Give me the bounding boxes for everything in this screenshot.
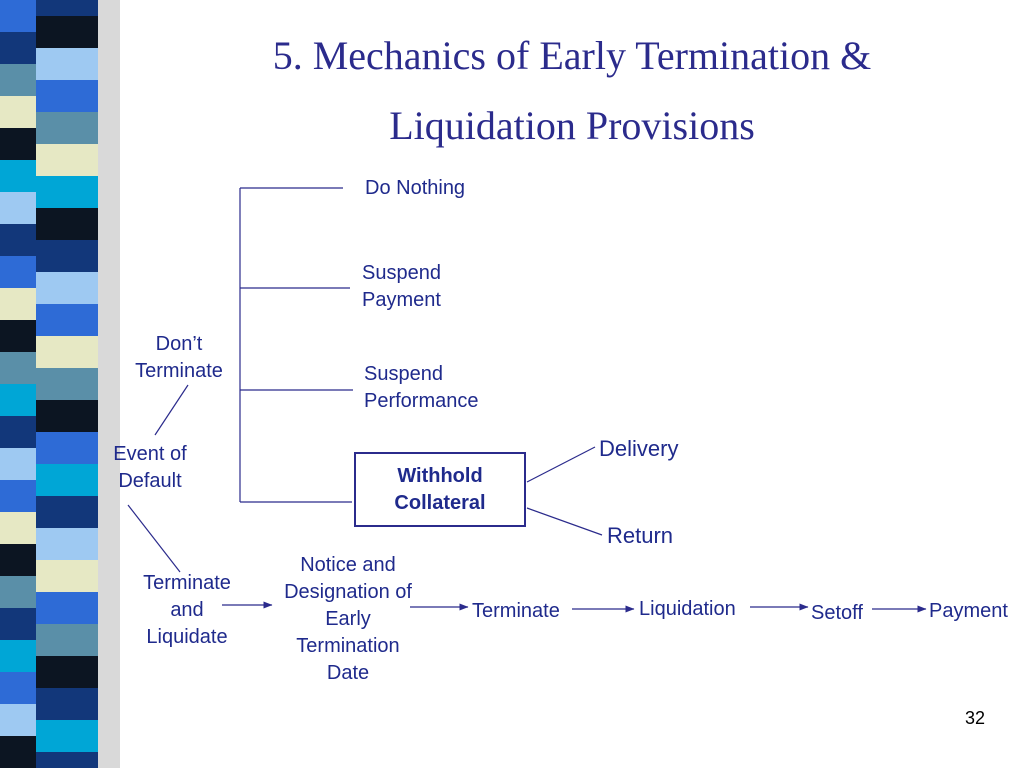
sidebar-stripe: [0, 320, 36, 352]
setoff-step-label: Setoff: [811, 602, 863, 624]
delivery-label: Delivery: [599, 436, 679, 461]
notice-and-designation-label: Notice and Designation of Early Terminat…: [284, 554, 412, 684]
sidebar-stripe: [36, 432, 98, 464]
sidebar-stripe: [36, 16, 98, 48]
sidebar-stripe: [0, 640, 36, 672]
sidebar-stripe: [0, 608, 36, 640]
sidebar-stripe: [36, 368, 98, 400]
slide-title-line-2: Liquidation Provisions: [389, 103, 755, 148]
sidebar-stripe: [36, 80, 98, 112]
sidebar-stripe: [36, 304, 98, 336]
dont-terminate-label: Don’t Terminate: [135, 333, 223, 382]
sidebar-stripe: [36, 208, 98, 240]
sidebar-stripe: [36, 464, 98, 496]
sidebar-stripe: [0, 480, 36, 512]
sidebar-stripe: [36, 592, 98, 624]
line-collateral-to-return: [526, 507, 603, 536]
sidebar-stripe: [0, 576, 36, 608]
withhold-collateral-box: Withhold Collateral: [354, 452, 526, 527]
sidebar-stripe: [0, 288, 36, 320]
sidebar-stripe: [0, 544, 36, 576]
sidebar-stripe: [0, 0, 36, 32]
decorative-sidebar: [0, 0, 120, 768]
sidebar-stripe: [36, 688, 98, 720]
page-number: 32: [964, 708, 986, 728]
sidebar-stripe: [0, 128, 36, 160]
sidebar-stripe: [0, 512, 36, 544]
terminate-and-liquidate-label: Terminate and Liquidate: [143, 572, 231, 648]
sidebar-stripe: [36, 272, 98, 304]
sidebar-stripe: [0, 416, 36, 448]
sidebar-stripe: [0, 256, 36, 288]
line-collateral-to-delivery: [526, 446, 596, 483]
sidebar-stripe: [36, 176, 98, 208]
event-of-default-label: Event of Default: [113, 443, 187, 492]
sidebar-stripe: [0, 704, 36, 736]
line-default-to-terminate-liquidate: [127, 504, 181, 573]
sidebar-stripe: [0, 672, 36, 704]
suspend-payment-label: Suspend Payment: [362, 262, 441, 311]
sidebar-stripe: [36, 624, 98, 656]
sidebar-stripe: [0, 96, 36, 128]
do-nothing-label: Do Nothing: [365, 177, 466, 199]
sidebar-stripe: [36, 112, 98, 144]
sidebar-stripe: [0, 224, 36, 256]
sidebar-stripe: [0, 736, 36, 768]
terminate-step-label: Terminate: [472, 600, 560, 622]
sidebar-stripe: [36, 400, 98, 432]
sidebar-stripe: [36, 560, 98, 592]
sidebar-stripe: [0, 192, 36, 224]
sidebar-stripe: [0, 32, 36, 64]
slide-title-line-1: 5. Mechanics of Early Termination &: [272, 33, 872, 78]
sidebar-stripe: [0, 384, 36, 416]
sidebar-stripe: [0, 448, 36, 480]
payment-step-label: Payment: [929, 600, 1008, 622]
sidebar-stripe: [36, 496, 98, 528]
sidebar-stripe: [36, 240, 98, 272]
sidebar-stripe: [36, 144, 98, 176]
line-default-to-dont-terminate: [154, 384, 189, 436]
liquidation-step-label: Liquidation: [639, 598, 736, 620]
return-label: Return: [607, 523, 674, 548]
sidebar-stripe: [36, 528, 98, 560]
sidebar-stripe: [36, 48, 98, 80]
sidebar-stripe: [36, 752, 98, 768]
suspend-performance-label: Suspend Performance: [364, 363, 479, 412]
sidebar-stripe: [36, 0, 98, 16]
sidebar-stripe: [36, 336, 98, 368]
sidebar-stripe: [36, 656, 98, 688]
sidebar-stripe: [0, 160, 36, 192]
sidebar-stripe: [36, 720, 98, 752]
sidebar-shadow: [98, 0, 120, 768]
sidebar-stripe: [0, 64, 36, 96]
sidebar-stripe: [0, 352, 36, 384]
